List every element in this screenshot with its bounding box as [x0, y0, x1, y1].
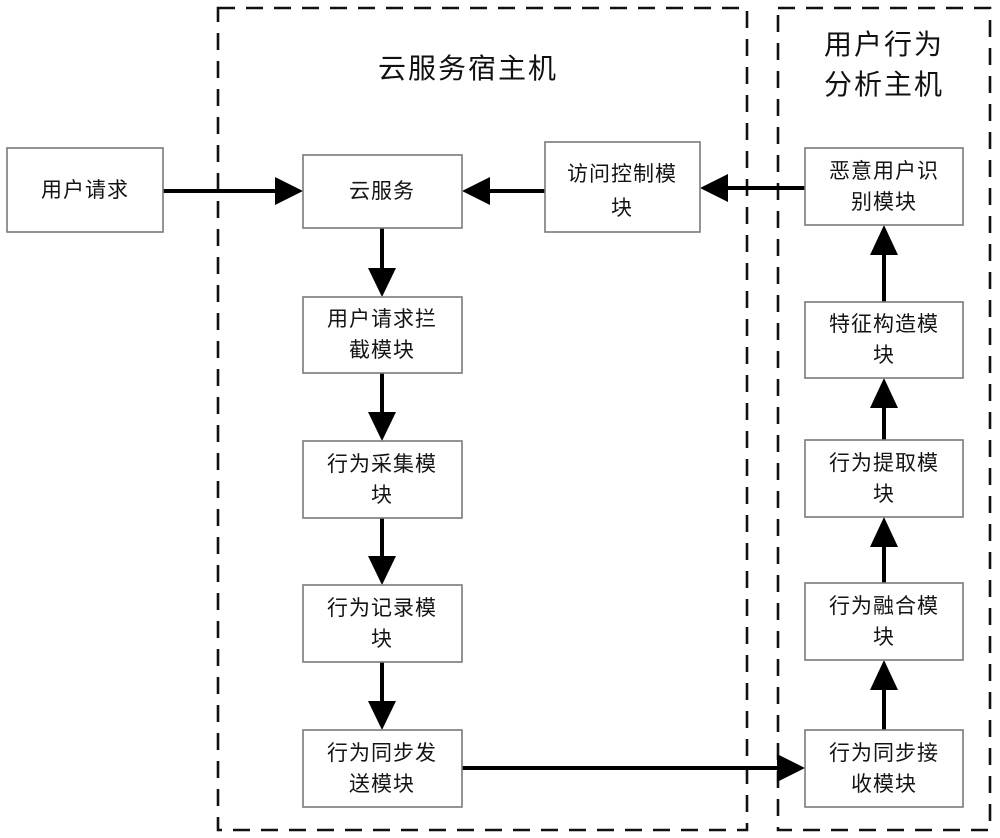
node-feature-construction-module-label-line1: 特征构造模: [829, 312, 939, 336]
edge-sync-send-to-sync-receive: [462, 754, 805, 782]
node-malicious-user-identification-module-rect[interactable]: [804, 147, 964, 226]
node-behavior-sync-receive-module-rect[interactable]: [804, 729, 964, 808]
node-behavior-sync-receive-module[interactable]: 行为同步接 收模块: [804, 729, 964, 808]
node-access-control-module-label-line2: 块: [611, 196, 633, 220]
node-user-request-interception-module[interactable]: 用户请求拦 截模块: [302, 296, 463, 374]
node-behavior-sync-receive-module-label-line1: 行为同步接: [829, 741, 939, 765]
node-behavior-record-module-label-line2: 块: [371, 627, 393, 651]
node-feature-construction-module[interactable]: 特征构造模 块: [804, 301, 964, 379]
edge-interception-to-behavior-collection: [368, 373, 396, 441]
node-behavior-extraction-module[interactable]: 行为提取模 块: [804, 439, 964, 518]
node-behavior-collection-module-rect[interactable]: [302, 440, 463, 519]
container-cloud-host: 云服务宿主机: [216, 6, 749, 832]
node-behavior-sync-receive-module-label-line2: 收模块: [851, 772, 917, 796]
edge-feature-construction-to-malicious-user: [870, 225, 898, 302]
node-malicious-user-identification-module-label-line2: 别模块: [851, 190, 917, 214]
node-behavior-extraction-module-label-line1: 行为提取模: [829, 451, 939, 475]
container-analysis-host: 用户行为 分析主机: [776, 6, 992, 832]
node-feature-construction-module-rect[interactable]: [804, 301, 964, 379]
node-malicious-user-identification-module-label-line1: 恶意用户识: [829, 159, 939, 183]
node-behavior-sync-send-module-label-line2: 送模块: [349, 772, 415, 796]
node-access-control-module[interactable]: 访问控制模 块: [544, 141, 701, 233]
node-behavior-extraction-module-rect[interactable]: [804, 439, 964, 518]
node-behavior-sync-send-module[interactable]: 行为同步发 送模块: [302, 729, 463, 808]
node-cloud-service-rect[interactable]: [302, 154, 463, 229]
node-user-request-interception-module-rect[interactable]: [302, 296, 463, 374]
node-access-control-module-label-line1: 访问控制模: [567, 162, 677, 186]
node-behavior-fusion-module[interactable]: 行为融合模 块: [804, 582, 964, 661]
node-behavior-sync-send-module-label-line1: 行为同步发: [327, 741, 437, 765]
node-behavior-collection-module-label-line1: 行为采集模: [327, 452, 437, 476]
node-behavior-record-module[interactable]: 行为记录模 块: [302, 584, 463, 663]
node-behavior-extraction-module-label-line2: 块: [873, 482, 895, 506]
node-user-request-interception-module-label-line2: 截模块: [349, 338, 415, 362]
node-user-request-label: 用户请求: [41, 178, 129, 202]
node-behavior-fusion-module-rect[interactable]: [804, 582, 964, 661]
edge-extraction-to-feature-construction: [870, 378, 898, 440]
node-behavior-fusion-module-label-line2: 块: [873, 625, 895, 649]
edge-behavior-record-to-sync-send: [368, 662, 396, 730]
container-cloud-host-border: [216, 6, 749, 832]
edge-behavior-collection-to-record: [368, 518, 396, 585]
edge-access-control-to-cloud-service: [462, 177, 545, 205]
node-malicious-user-identification-module[interactable]: 恶意用户识 别模块: [804, 147, 964, 226]
node-user-request[interactable]: 用户请求: [6, 147, 164, 233]
container-analysis-host-title-line1: 用户行为: [824, 28, 944, 61]
container-cloud-host-title: 云服务宿主机: [378, 52, 558, 85]
node-behavior-record-module-label-line1: 行为记录模: [327, 596, 437, 620]
node-access-control-module-rect[interactable]: [544, 141, 701, 233]
edge-user-request-to-cloud-service: [163, 177, 303, 205]
node-behavior-collection-module[interactable]: 行为采集模 块: [302, 440, 463, 519]
container-analysis-host-title-line2: 分析主机: [824, 68, 944, 101]
node-cloud-service[interactable]: 云服务: [302, 154, 463, 229]
edge-sync-receive-to-fusion: [870, 660, 898, 730]
edge-cloud-service-to-interception: [368, 228, 396, 297]
container-analysis-host-border: [776, 6, 992, 832]
edge-fusion-to-extraction: [870, 517, 898, 583]
node-user-request-rect[interactable]: [6, 147, 164, 233]
node-feature-construction-module-label-line2: 块: [873, 343, 895, 367]
node-behavior-sync-send-module-rect[interactable]: [302, 729, 463, 808]
node-behavior-fusion-module-label-line1: 行为融合模: [829, 594, 939, 618]
node-user-request-interception-module-label-line1: 用户请求拦: [327, 307, 437, 331]
node-cloud-service-label: 云服务: [349, 179, 415, 203]
edge-malicious-user-to-access-control: [700, 174, 805, 202]
node-behavior-collection-module-label-line2: 块: [371, 483, 393, 507]
node-behavior-record-module-rect[interactable]: [302, 584, 463, 663]
